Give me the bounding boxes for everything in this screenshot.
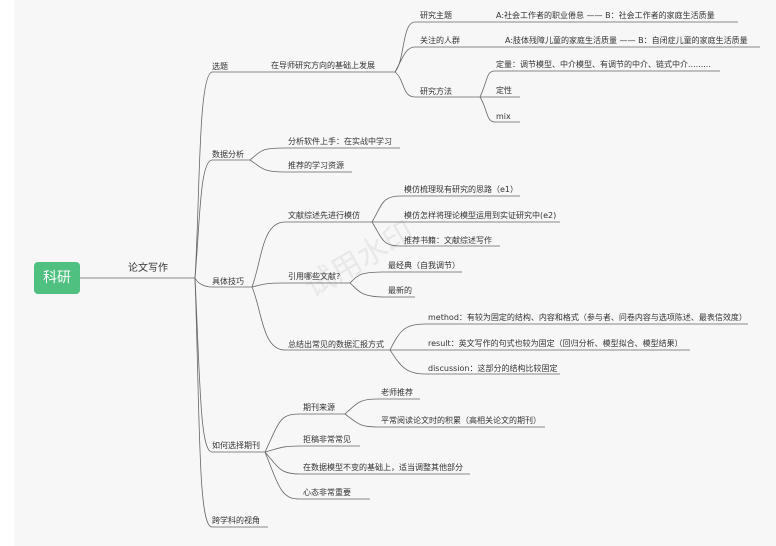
mindmap-canvas <box>14 0 776 546</box>
link-qikan-laiyuan <box>264 413 345 453</box>
link-main-kuaxueke <box>194 277 268 528</box>
link-main-shuju <box>194 159 250 279</box>
link-fangfa-a <box>479 70 720 98</box>
main-node[interactable]: 论文写作 <box>128 263 168 274</box>
node-wenxian-book[interactable]: 推荐书籍：文献综述写作 <box>404 236 492 245</box>
link-main-jiqiao <box>194 277 252 288</box>
node-wenxian-e2[interactable]: 模仿怎样将理论模型运用到实证研究中(e2) <box>404 211 557 220</box>
node-renqun[interactable]: 关注的人群 <box>420 36 460 45</box>
node-qikan-adjust[interactable]: 在数据模型不变的基础上，适当调整其他部分 <box>303 463 463 472</box>
node-xuanti[interactable]: 选题 <box>212 62 228 71</box>
node-jiqiao[interactable]: 具体技巧 <box>212 277 244 286</box>
root-node[interactable]: 科研 <box>34 262 80 294</box>
node-qikan-rejection[interactable]: 拒稿非常常见 <box>303 435 351 444</box>
node-qikan[interactable]: 如何选择期刊 <box>212 441 260 450</box>
node-fangfa-dingxing[interactable]: 定性 <box>496 86 512 95</box>
node-yinyong[interactable]: 引用哪些文献? <box>288 272 341 281</box>
node-qikan-mindset[interactable]: 心态非常重要 <box>303 488 351 497</box>
node-shuju-resources[interactable]: 推荐的学习资源 <box>288 161 344 170</box>
link-huibao-a <box>389 323 748 351</box>
node-shuju-software[interactable]: 分析软件上手：在实战中学习 <box>288 137 392 146</box>
node-kuaxueke[interactable]: 跨学科的视角 <box>212 516 260 525</box>
link-wenxian-c <box>371 221 500 247</box>
node-laiyuan-teacher[interactable]: 老师推荐 <box>381 388 413 397</box>
node-huibao-result[interactable]: result：英文写作的句式也较为固定（回归分析、模型拟合、模型结果） <box>428 339 683 348</box>
link-yinyong-b <box>349 282 415 298</box>
link-qikan-b <box>264 451 470 475</box>
link-laiyuan-a <box>344 398 420 415</box>
link-fangfa-c <box>479 96 520 123</box>
link-jiqiao-huibao <box>251 286 390 351</box>
link-child-renqun <box>394 46 470 73</box>
link-laiyuan-b <box>344 413 545 428</box>
node-xuanti-child[interactable]: 在导师研究方向的基础上发展 <box>271 61 375 70</box>
node-fangfa-mix[interactable]: mix <box>496 112 511 121</box>
link-shuju-b <box>249 159 352 173</box>
node-huibao-discussion[interactable]: discussion：这部分的结构比较固定 <box>428 364 558 373</box>
node-huibao-method[interactable]: method：有较为固定的结构、内容和格式（参与者、问卷内容与选项陈述、最表信效… <box>428 313 747 322</box>
node-fangfa-dingliang[interactable]: 定量：调节模型、中介模型、有调节的中介、链式中介......... <box>496 60 711 69</box>
node-laiyuan-reading[interactable]: 平常阅读论文时的积累（高相关论文的期刊） <box>381 416 541 425</box>
link-huibao-c <box>389 349 560 375</box>
node-zhuti[interactable]: 研究主题 <box>420 11 452 20</box>
link-main-qikan <box>194 277 265 453</box>
node-zhuti-value[interactable]: A:社会工作者的职业倦怠 —— B：社会工作者的家庭生活质量 <box>496 11 715 20</box>
link-wenxian-a <box>371 195 520 223</box>
node-shuju[interactable]: 数据分析 <box>212 150 244 159</box>
node-yinyong-classic[interactable]: 最经典（自我调节） <box>388 261 460 270</box>
link-jiqiao-wenxian <box>251 221 372 288</box>
node-fangfa[interactable]: 研究方法 <box>420 87 452 96</box>
link-qikan-c <box>264 451 370 500</box>
link-qikan-a <box>264 445 360 453</box>
node-wenxian[interactable]: 文献综述先进行模仿 <box>288 211 360 220</box>
link-yinyong-a <box>349 271 462 284</box>
node-renqun-value[interactable]: A:肢体残障儿童的家庭生活质量 —— B：自闭症儿童的家庭生活质量 <box>505 36 748 45</box>
node-huibao[interactable]: 总结出常见的数据汇报方式 <box>288 340 384 349</box>
node-yinyong-newest[interactable]: 最新的 <box>388 286 412 295</box>
node-qikan-laiyuan[interactable]: 期刊来源 <box>303 403 335 412</box>
link-jiqiao-yinyong <box>251 282 350 288</box>
link-shuju-a <box>249 147 400 161</box>
link-child-fangfa <box>394 71 480 98</box>
node-wenxian-e1[interactable]: 模仿梳理现有研究的思路（e1） <box>404 185 519 194</box>
link-main-xuanti <box>194 71 242 279</box>
